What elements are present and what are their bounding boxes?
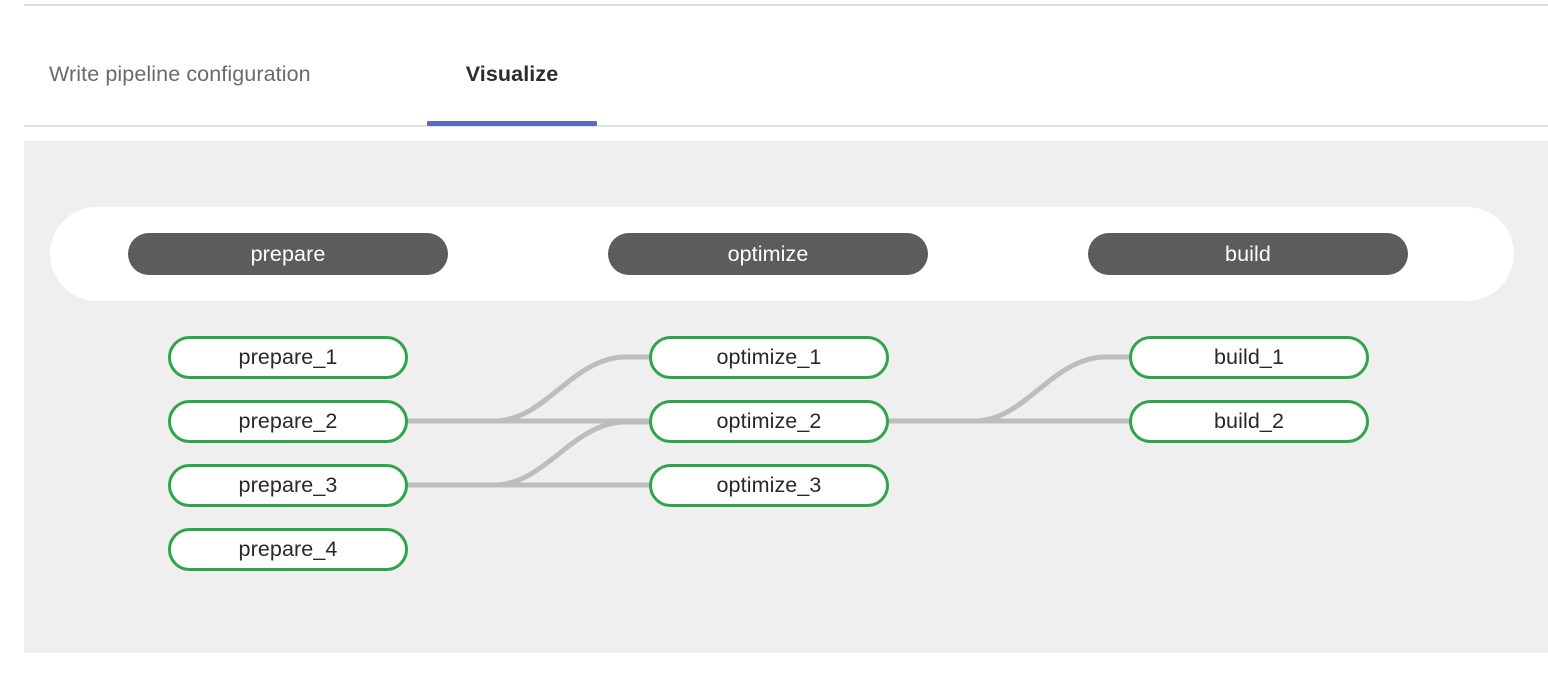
tab-bar: Write pipeline configuration Visualize (24, 30, 1548, 126)
tab-visualize-label: Visualize (465, 62, 559, 86)
stage-pill-prepare[interactable]: prepare (128, 233, 448, 275)
stage-pill-build-label: build (1225, 241, 1271, 266)
job-node-prepare_1[interactable]: prepare_1 (168, 336, 408, 379)
job-node-build_2-label: build_2 (1213, 409, 1285, 433)
pipeline-edges (405, 354, 1132, 488)
stage-pill-optimize-label: optimize (727, 241, 809, 266)
tab-write-pipeline-configuration-label: Write pipeline configuration (49, 62, 311, 86)
job-node-prepare_2[interactable]: prepare_2 (168, 400, 408, 443)
edge-optimize_2-build_1 (886, 354, 1132, 424)
job-node-optimize_2-label: optimize_2 (716, 409, 822, 433)
job-node-prepare_3[interactable]: prepare_3 (168, 464, 408, 507)
tab-write-pipeline-configuration[interactable]: Write pipeline configuration (49, 30, 311, 126)
edge-prepare_3-optimize_2 (405, 419, 652, 488)
stage-pill-optimize[interactable]: optimize (608, 233, 928, 275)
edge-prepare_2-optimize_1 (405, 354, 652, 424)
job-node-optimize_3-label: optimize_3 (716, 473, 822, 497)
active-tab-indicator (427, 121, 597, 126)
job-node-optimize_1[interactable]: optimize_1 (649, 336, 889, 379)
stage-pill-build[interactable]: build (1088, 233, 1408, 275)
tab-visualize[interactable]: Visualize (427, 30, 597, 126)
job-node-prepare_4-label: prepare_4 (238, 537, 338, 561)
job-node-optimize_3[interactable]: optimize_3 (649, 464, 889, 507)
job-node-prepare_1-label: prepare_1 (238, 345, 338, 369)
job-node-build_1[interactable]: build_1 (1129, 336, 1369, 379)
job-node-prepare_2-label: prepare_2 (238, 409, 338, 433)
tab-bar-divider (24, 125, 1548, 127)
stage-header-card: prepare optimize build (50, 207, 1514, 301)
job-node-optimize_1-label: optimize_1 (716, 345, 822, 369)
top-divider (24, 4, 1548, 6)
job-node-optimize_2[interactable]: optimize_2 (649, 400, 889, 443)
job-node-build_1-label: build_1 (1213, 345, 1285, 369)
job-node-prepare_4[interactable]: prepare_4 (168, 528, 408, 571)
job-node-prepare_3-label: prepare_3 (238, 473, 338, 497)
pipeline-graph-canvas[interactable]: prepare optimize build prepare_1 (24, 141, 1548, 653)
job-node-build_2[interactable]: build_2 (1129, 400, 1369, 443)
stage-pill-prepare-label: prepare (250, 241, 326, 266)
